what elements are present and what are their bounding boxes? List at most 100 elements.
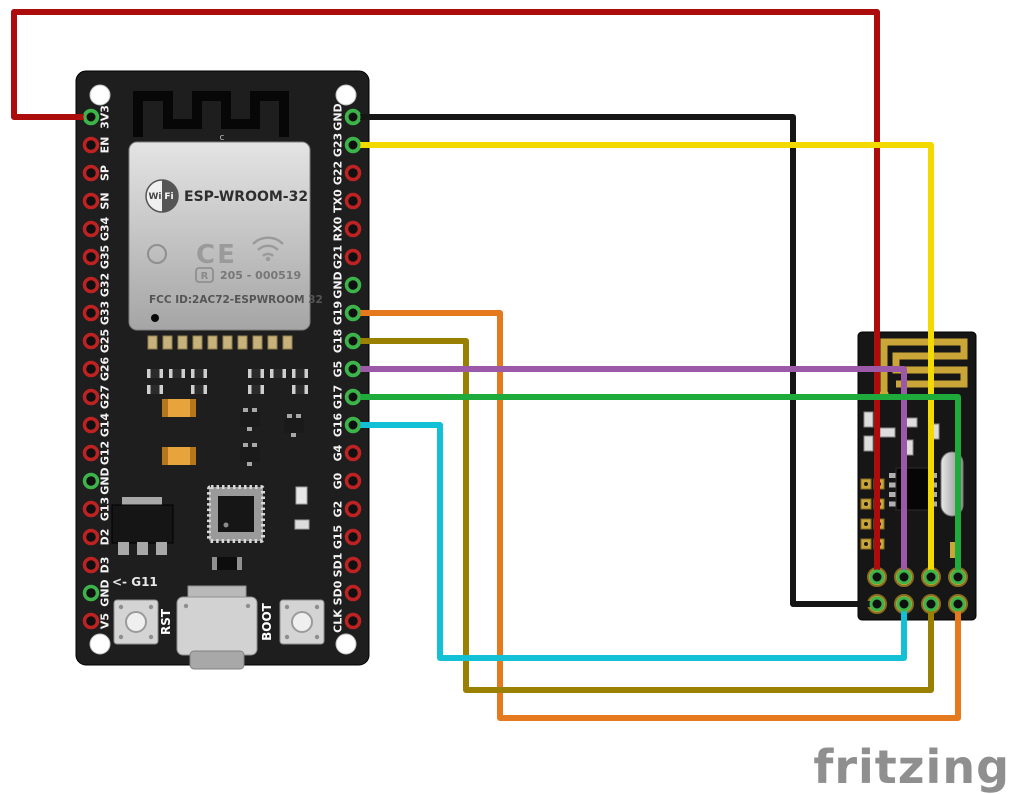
esp32-pin-right-g22[interactable] xyxy=(344,164,362,182)
connection-point[interactable] xyxy=(950,596,966,612)
smd-led xyxy=(295,486,308,505)
esp32-pin-left-g27[interactable] xyxy=(82,388,100,406)
castellated-pad xyxy=(237,335,248,350)
esp32-pin-left-g34[interactable] xyxy=(82,220,100,238)
esp32-pin-left-g33[interactable] xyxy=(82,304,100,322)
pin-label: G15 xyxy=(332,525,345,549)
connection-point[interactable] xyxy=(896,569,912,585)
pin-label: EN xyxy=(99,137,112,154)
esp32-pin-right-rx0[interactable] xyxy=(344,220,362,238)
pin-label: G18 xyxy=(332,329,345,353)
pin-label: G35 xyxy=(99,245,112,269)
esp32-pin-left-g14[interactable] xyxy=(82,416,100,434)
g11-silkscreen-label: <- G11 xyxy=(112,575,158,589)
pin-label: G12 xyxy=(99,441,112,465)
esp32-pin-left-sn[interactable] xyxy=(82,192,100,210)
connection-point[interactable] xyxy=(345,109,361,125)
smd-inductor xyxy=(212,557,242,570)
pin-label: GND xyxy=(99,579,112,606)
esp32-pin-left-d2[interactable] xyxy=(82,528,100,546)
wire-purple-g5[interactable] xyxy=(350,366,907,580)
shield-dot xyxy=(151,314,159,322)
esp32-pin-left-g26[interactable] xyxy=(82,360,100,378)
connection-point[interactable] xyxy=(869,596,885,612)
pin-label: TX0 xyxy=(332,189,345,213)
reset-button-label: RST xyxy=(159,608,173,635)
pin-label: D2 xyxy=(99,529,112,546)
castellated-pad xyxy=(162,335,173,350)
connection-point[interactable] xyxy=(950,569,966,585)
mounting-hole xyxy=(335,84,357,106)
wires-layer xyxy=(11,9,961,721)
esp32-pin-right-clk[interactable] xyxy=(344,612,362,630)
wifi-logo-left: Wi xyxy=(148,192,161,202)
pin-label: G27 xyxy=(99,385,112,409)
wire-red-3v3[interactable] xyxy=(11,9,880,580)
connection-point[interactable] xyxy=(83,109,99,125)
esp32-pin-left-gnd[interactable] xyxy=(82,584,100,602)
esp32-pin-right-sd0[interactable] xyxy=(344,584,362,602)
connection-point[interactable] xyxy=(923,596,939,612)
connection-point[interactable] xyxy=(896,596,912,612)
smd-component xyxy=(248,369,264,378)
wire-cyan-g16[interactable] xyxy=(350,422,907,661)
esp32-pin-left-gnd[interactable] xyxy=(82,472,100,490)
connection-point[interactable] xyxy=(345,333,361,349)
pin-label: G34 xyxy=(99,216,112,241)
smd-capacitor xyxy=(162,447,196,465)
esp32-pin-left-v5[interactable] xyxy=(82,612,100,630)
esp32-board[interactable]: c Wi Fi ESP-WROOM-32 CE R 205 - 000519 xyxy=(75,70,370,670)
esp32-pin-left-g32[interactable] xyxy=(82,276,100,294)
connection-point[interactable] xyxy=(345,305,361,321)
castellated-pad xyxy=(282,335,293,350)
esp32-pin-left-d3[interactable] xyxy=(82,556,100,574)
connection-point[interactable] xyxy=(345,137,361,153)
smd-component xyxy=(294,519,310,530)
pin-label: G16 xyxy=(332,412,345,437)
pin-label: SN xyxy=(99,192,112,209)
pin-label: RX0 xyxy=(332,216,345,241)
esp32-pin-left-g25[interactable] xyxy=(82,332,100,350)
smd-component xyxy=(169,369,185,378)
wire-orange-g19[interactable] xyxy=(350,310,961,721)
smd-transistor xyxy=(284,414,304,437)
nrf-solder-pad xyxy=(860,498,872,510)
smd-component xyxy=(147,385,163,394)
esp32-pin-right-gnd[interactable] xyxy=(344,276,362,294)
esp32-pin-left-en[interactable] xyxy=(82,136,100,154)
pin-label: GND xyxy=(99,467,112,494)
esp32-pin-left-g12[interactable] xyxy=(82,444,100,462)
castellated-pad xyxy=(267,335,278,350)
smd-transistor xyxy=(240,408,260,431)
wire-green-g17[interactable] xyxy=(350,394,961,580)
esp32-pin-right-g0[interactable] xyxy=(344,472,362,490)
wire-olive-g18[interactable] xyxy=(350,338,934,693)
esp32-pin-right-g15[interactable] xyxy=(344,528,362,546)
castellated-pad xyxy=(252,335,263,350)
esp32-pin-left-g13[interactable] xyxy=(82,500,100,518)
esp32-pin-right-tx0[interactable] xyxy=(344,192,362,210)
esp32-pin-right-g4[interactable] xyxy=(344,444,362,462)
pin-label: CLK xyxy=(332,609,345,633)
esp32-pin-right-g21[interactable] xyxy=(344,248,362,266)
pin-label: G14 xyxy=(99,412,112,437)
esp32-pin-right-sd1[interactable] xyxy=(344,556,362,574)
shield-pads xyxy=(147,335,293,350)
esp32-pin-right-g2[interactable] xyxy=(344,500,362,518)
castellated-pad xyxy=(222,335,233,350)
boot-button xyxy=(279,599,325,645)
connection-point[interactable] xyxy=(345,417,361,433)
nrf-solder-pad xyxy=(860,518,872,530)
connection-point[interactable] xyxy=(345,389,361,405)
pin-label: GND xyxy=(332,103,345,130)
nrf-antenna-trace xyxy=(880,338,968,392)
connection-point[interactable] xyxy=(345,361,361,377)
esp32-pin-left-g35[interactable] xyxy=(82,248,100,266)
wire-yellow-g23[interactable] xyxy=(350,142,934,580)
connection-point[interactable] xyxy=(869,569,885,585)
esp32-pin-left-sp[interactable] xyxy=(82,164,100,182)
wifi-logo-right: Fi xyxy=(164,192,173,202)
connection-point[interactable] xyxy=(923,569,939,585)
wire-black-gnd[interactable] xyxy=(350,114,880,607)
